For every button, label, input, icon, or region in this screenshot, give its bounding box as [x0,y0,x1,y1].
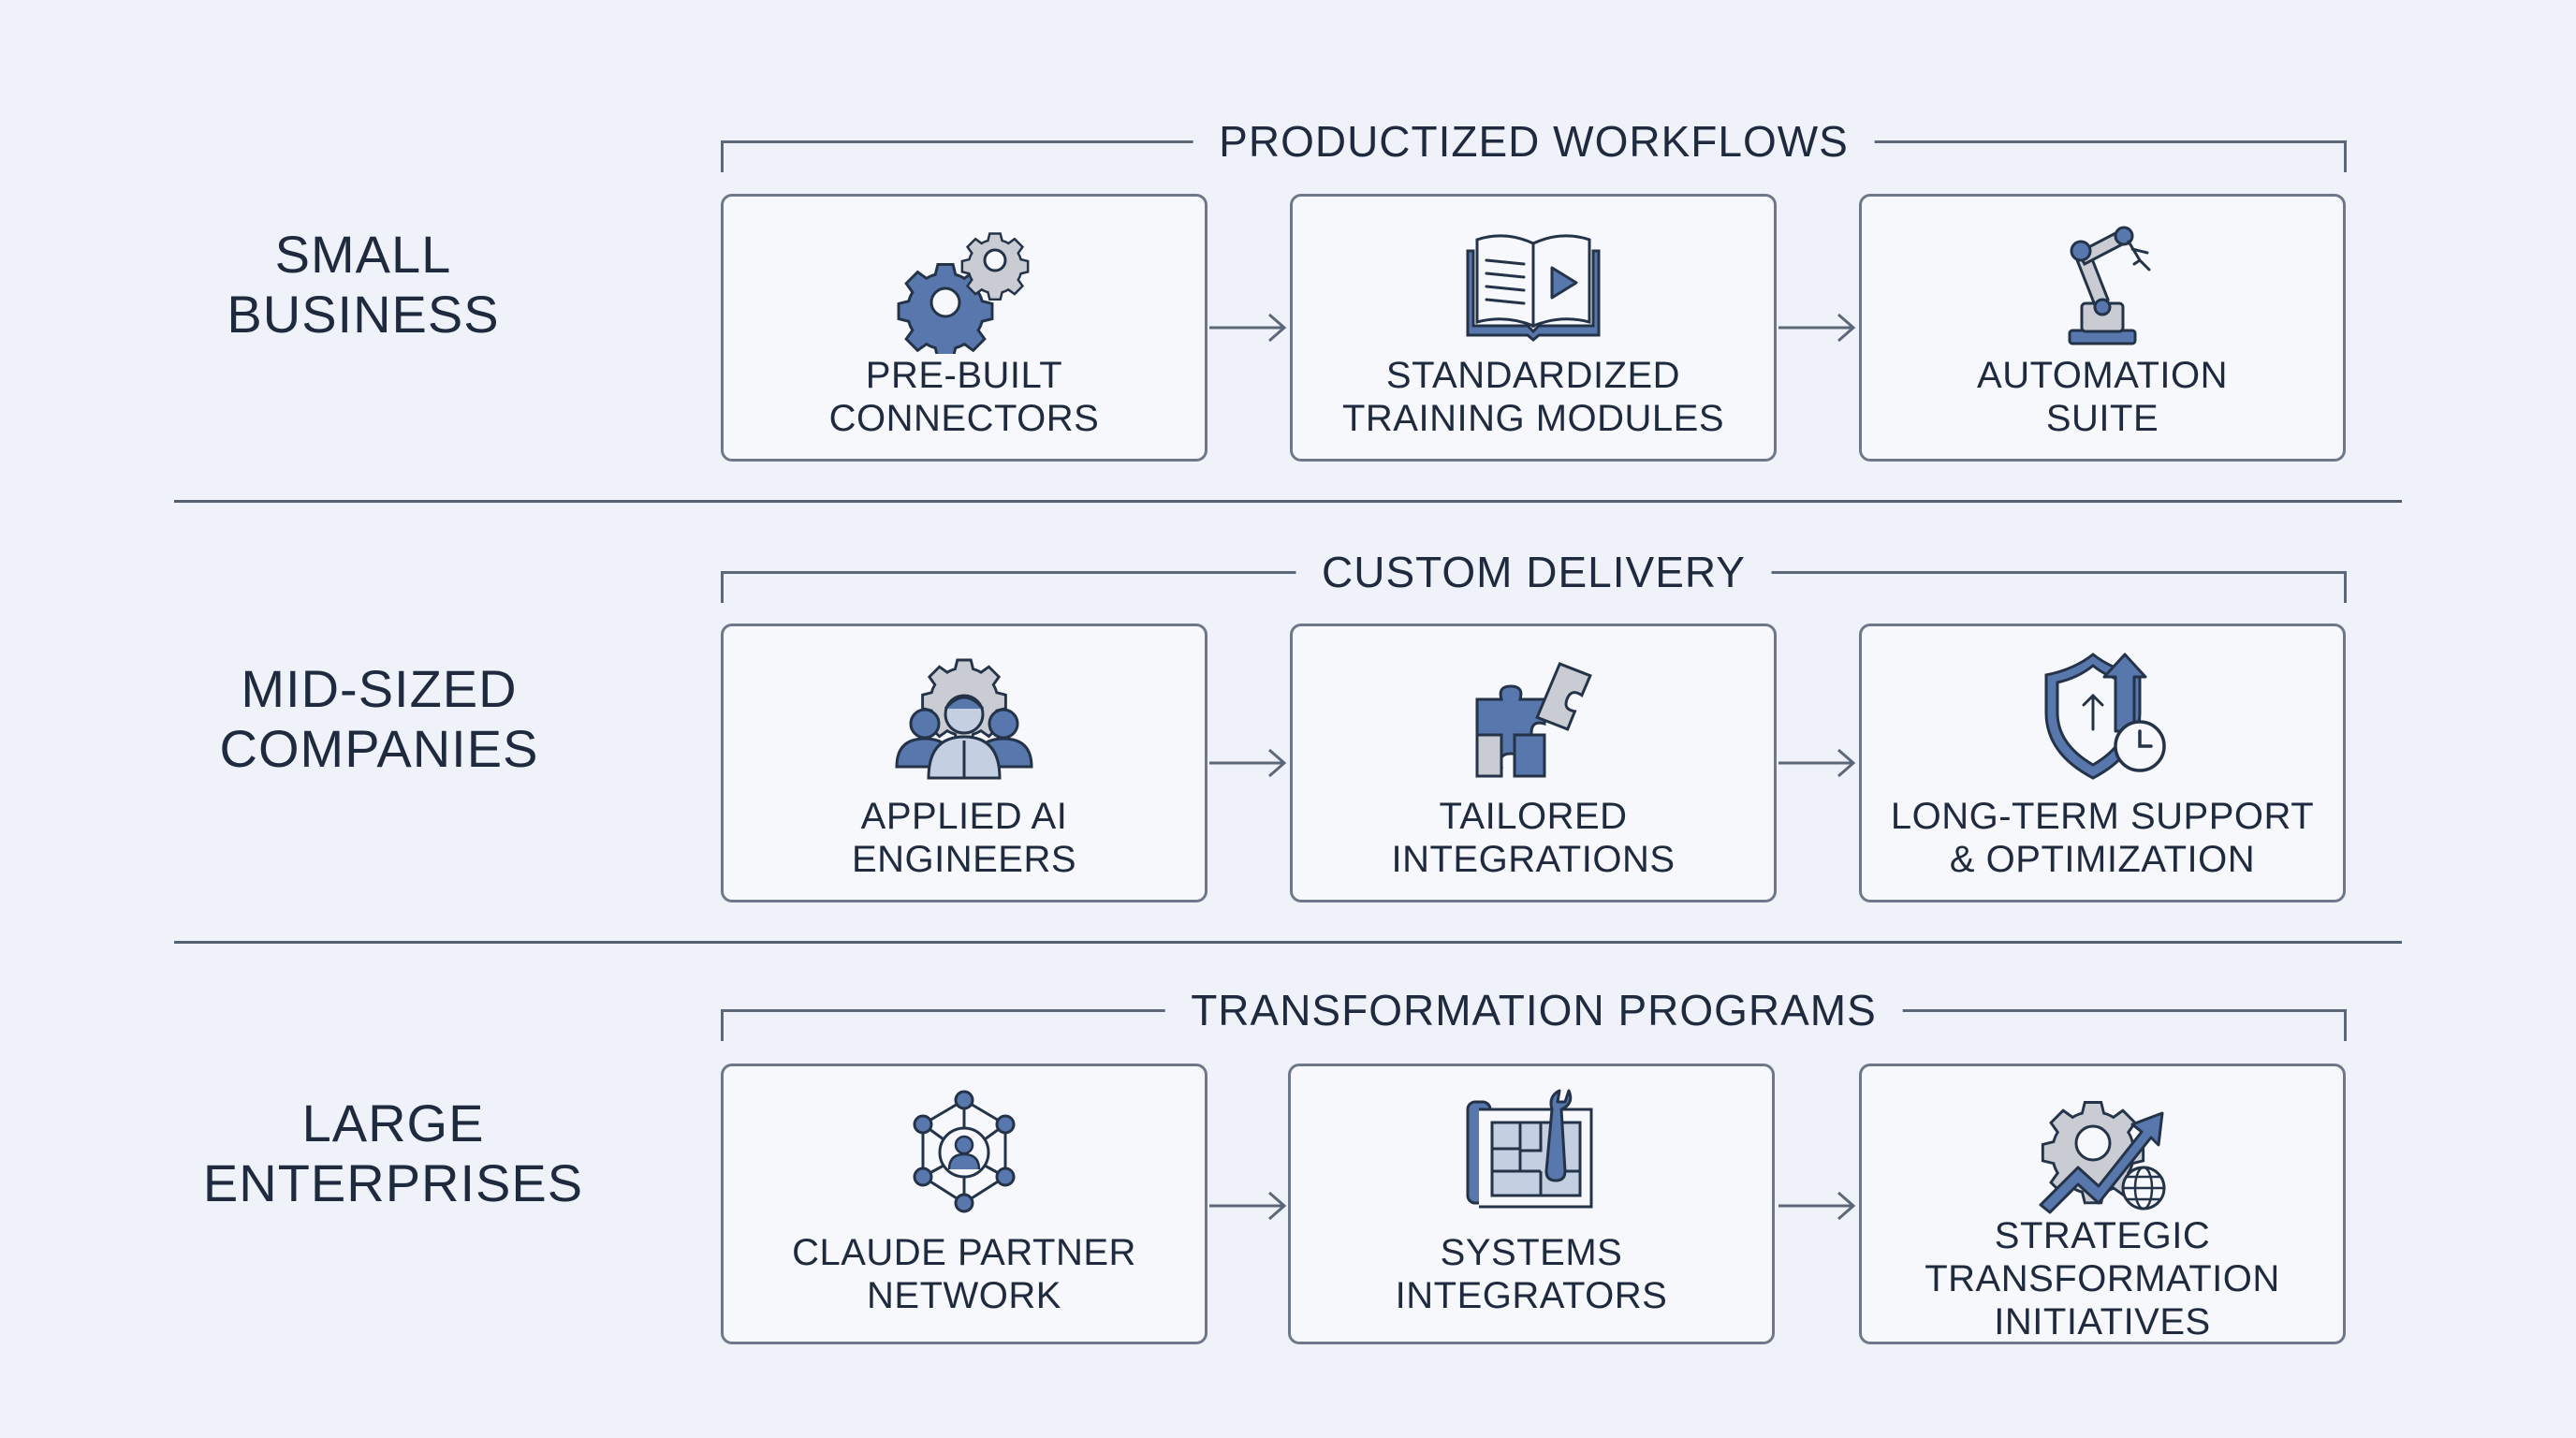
flow-arrow [1778,748,1856,778]
card-label: TAILORED INTEGRATIONS [1391,796,1676,880]
card-pre-built-connectors: PRE-BUILT CONNECTORS [721,194,1208,462]
book-play-icon [1466,234,1601,342]
card-label: AUTOMATION SUITE [1977,355,2228,439]
group-bracket-transformation-programs: TRANSFORMATION PROGRAMS [721,984,2347,1041]
section-divider [174,500,2402,503]
card-label: APPLIED AI ENGINEERS [851,796,1077,880]
segment-label-mid-sized-companies: MID-SIZED COMPANIES [219,659,539,778]
gear-growth-globe-icon [2039,1101,2166,1214]
segment-label-large-enterprises: LARGE ENTERPRISES [202,1093,584,1212]
card-strategic-transformation-initiatives: STRATEGIC TRANSFORMATION INITIATIVES [1859,1064,2346,1344]
group-title: PRODUCTIZED WORKFLOWS [1193,115,1875,168]
segment-label-small-business: SMALL BUSINESS [227,225,500,344]
robot-arm-icon [2068,226,2151,345]
network-person-icon [913,1090,1016,1213]
flow-arrow [1778,313,1856,343]
card-systems-integrators: SYSTEMS INTEGRATORS [1288,1064,1775,1344]
card-long-term-support-optimization: LONG-TERM SUPPORT & OPTIMIZATION [1859,624,2346,902]
card-label: SYSTEMS INTEGRATORS [1395,1232,1668,1316]
group-bracket-custom-delivery: CUSTOM DELIVERY [721,546,2347,603]
card-tailored-integrations: TAILORED INTEGRATIONS [1290,624,1777,902]
flow-arrow [1778,1191,1856,1221]
shield-arrow-clock-icon [2044,653,2166,780]
card-label: CLAUDE PARTNER NETWORK [792,1232,1136,1316]
group-title: TRANSFORMATION PROGRAMS [1164,984,1903,1036]
card-standardized-training-modules: STANDARDIZED TRAINING MODULES [1290,194,1777,462]
card-label: LONG-TERM SUPPORT & OPTIMIZATION [1890,796,2315,880]
card-label: STANDARDIZED TRAINING MODULES [1341,355,1725,439]
gears-icon [897,232,1030,354]
group-bracket-productized-workflows: PRODUCTIZED WORKFLOWS [721,115,2347,172]
flow-arrow [1209,748,1287,778]
card-label: STRATEGIC TRANSFORMATION INITIATIVES [1925,1215,2280,1343]
card-automation-suite: AUTOMATION SUITE [1859,194,2346,462]
card-label: PRE-BUILT CONNECTORS [828,355,1100,439]
flow-arrow [1209,313,1287,343]
card-claude-partner-network: CLAUDE PARTNER NETWORK [721,1064,1208,1344]
engineers-gear-icon [895,658,1033,780]
blueprint-wrench-icon [1466,1089,1593,1209]
group-title: CUSTOM DELIVERY [1295,546,1772,598]
puzzle-icon [1475,662,1592,778]
flow-arrow [1209,1191,1287,1221]
section-divider [174,941,2402,944]
card-applied-ai-engineers: APPLIED AI ENGINEERS [721,624,1208,902]
